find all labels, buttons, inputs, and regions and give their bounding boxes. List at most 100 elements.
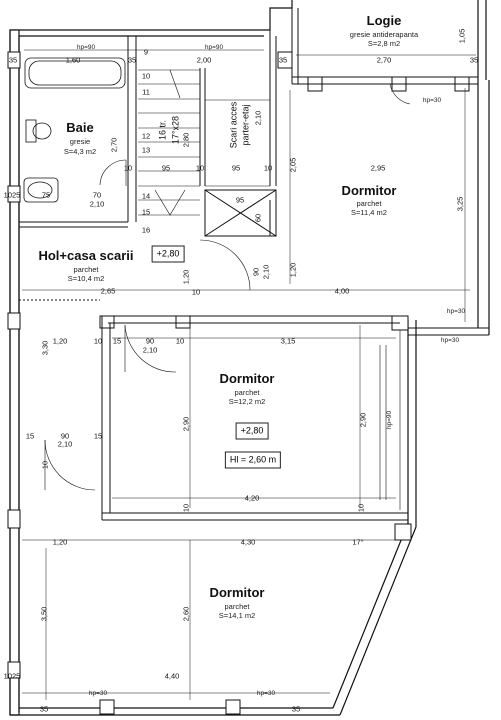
- dimension-label: 2,05: [288, 157, 298, 173]
- dimension-label: 15: [25, 431, 35, 441]
- dimension-label: 2,10: [142, 345, 158, 355]
- step-number: 11: [142, 87, 150, 97]
- sill-height-label: hp=90: [76, 43, 96, 51]
- exterior-walls: [9, 0, 490, 716]
- ceiling-height-label: Hl = 2,60 m: [224, 451, 282, 469]
- dimension-lines: [22, 49, 476, 700]
- dimension-label: 35: [127, 55, 137, 65]
- stairs-access-label: Scari acces: [228, 101, 239, 149]
- dimension-label: 2,95: [370, 163, 386, 173]
- step-number: 12: [141, 131, 151, 141]
- windows: [379, 330, 401, 510]
- room-name-dormitor-1: Dormitor: [341, 183, 397, 198]
- room-area-logie: S=2,8 m2: [367, 39, 401, 48]
- step-number: 14: [141, 191, 151, 201]
- dimension-label: 10: [263, 163, 273, 173]
- dimension-label: 4,40: [164, 671, 180, 681]
- dimension-label: 2,10: [261, 264, 271, 280]
- dimension-label: 15: [112, 336, 122, 346]
- room-floor-dormitor-3: parchet: [224, 602, 250, 611]
- dimension-label: 1025: [3, 671, 21, 681]
- sill-height-label: hp=30: [256, 689, 276, 697]
- step-number: 15: [141, 207, 151, 217]
- dimension-label: 95: [235, 195, 245, 205]
- step-number: 13: [141, 145, 151, 155]
- room-area-dormitor-1: S=11,4 m2: [351, 208, 387, 217]
- sill-height-label: hp=90: [204, 43, 224, 51]
- dimension-label: 10: [191, 287, 201, 297]
- stair-treads: [138, 69, 270, 216]
- dimension-label: 10: [181, 503, 191, 513]
- dimension-label: 1,60: [65, 55, 81, 65]
- sill-height-label: hp=90: [385, 410, 393, 430]
- dimension-label: 35: [469, 55, 479, 65]
- sill-height-label: hp=30: [440, 336, 460, 344]
- room-name-dormitor-3: Dormitor: [209, 585, 265, 600]
- dimension-label: 1,20: [52, 537, 68, 547]
- dimension-label: 4,20: [244, 493, 260, 503]
- dimension-label: 3,50: [39, 606, 49, 622]
- dimension-label: 10: [175, 336, 185, 346]
- dimension-label: 2,80: [181, 132, 191, 148]
- dimension-label: 1,05: [457, 28, 467, 44]
- sill-height-label: hp=30: [422, 96, 442, 104]
- dimension-label: 60: [253, 213, 263, 223]
- dimension-label: 2,00: [196, 55, 212, 65]
- dimension-label: 35: [291, 704, 301, 714]
- dimension-label: 1,20: [288, 262, 298, 278]
- toilet: [23, 119, 59, 203]
- dimension-label: 2,60: [181, 606, 191, 622]
- stairs-access-label-2: parter-etaj: [240, 104, 251, 146]
- dimension-label: 90: [145, 336, 155, 346]
- dimension-label: 90: [251, 267, 261, 277]
- dimension-label: 2,10: [253, 110, 263, 126]
- dimension-label: 2,90: [181, 416, 191, 432]
- room-area-dormitor-2: S=12,2 m2: [228, 397, 266, 406]
- room-floor-logie: gresie antiderapanta: [349, 30, 419, 39]
- step-number: 16: [141, 225, 151, 235]
- dimension-label: 10: [40, 460, 50, 470]
- interior-walls: [19, 8, 489, 521]
- room-name-logie: Logie: [366, 13, 402, 28]
- room-area-dormitor-3: S=14,1 m2: [218, 611, 256, 620]
- dimension-label: 1,20: [181, 269, 191, 285]
- dimension-label: 35: [278, 55, 288, 65]
- dimension-label: 10: [356, 503, 366, 513]
- stairs-size-label: 17°x28: [170, 115, 181, 145]
- dimension-label: 2,65: [100, 286, 116, 296]
- dimension-label: 4,00: [334, 286, 350, 296]
- level-marker-hol: +2,80: [151, 245, 185, 263]
- dimension-label: 10: [93, 336, 103, 346]
- dimension-label: 10: [195, 163, 205, 173]
- dimension-label: 2,10: [89, 199, 105, 209]
- room-name-hol: Hol+casa scarii: [38, 248, 134, 263]
- dimension-label: 2,70: [376, 55, 392, 65]
- dimension-label: 75: [41, 190, 51, 200]
- room-name-dormitor-2: Dormitor: [219, 371, 275, 386]
- sill-height-label: hp=30: [88, 689, 108, 697]
- room-floor-baie: gresie: [69, 137, 91, 146]
- room-area-baie: S=4,3 m2: [63, 147, 97, 156]
- dimension-label: 3,25: [455, 196, 465, 212]
- dimension-label: 1025: [3, 190, 21, 200]
- room-floor-dormitor-2: parchet: [234, 388, 260, 397]
- room-floor-hol: parchet: [73, 265, 99, 274]
- dimension-label: 3,15: [280, 336, 296, 346]
- dimension-label: 95: [231, 163, 241, 173]
- dimension-label: 35: [39, 704, 49, 714]
- sill-height-label: hp=30: [446, 307, 466, 315]
- dimension-label: 2,90: [358, 412, 368, 428]
- door-swings: [44, 83, 411, 491]
- bathtub: [24, 57, 126, 89]
- dimension-label: 10: [123, 163, 133, 173]
- dimension-label: 3,30: [40, 340, 50, 356]
- dimension-label: 70: [92, 190, 102, 200]
- dimension-label: 2,10: [57, 439, 73, 449]
- dimension-label: 90: [60, 431, 70, 441]
- room-area-hol: S=10,4 m2: [67, 274, 105, 283]
- dimension-label: 2,70: [109, 137, 119, 153]
- dimension-label: 4,30: [240, 537, 256, 547]
- room-name-baie: Baie: [66, 120, 94, 135]
- dimension-label: 15: [93, 431, 103, 441]
